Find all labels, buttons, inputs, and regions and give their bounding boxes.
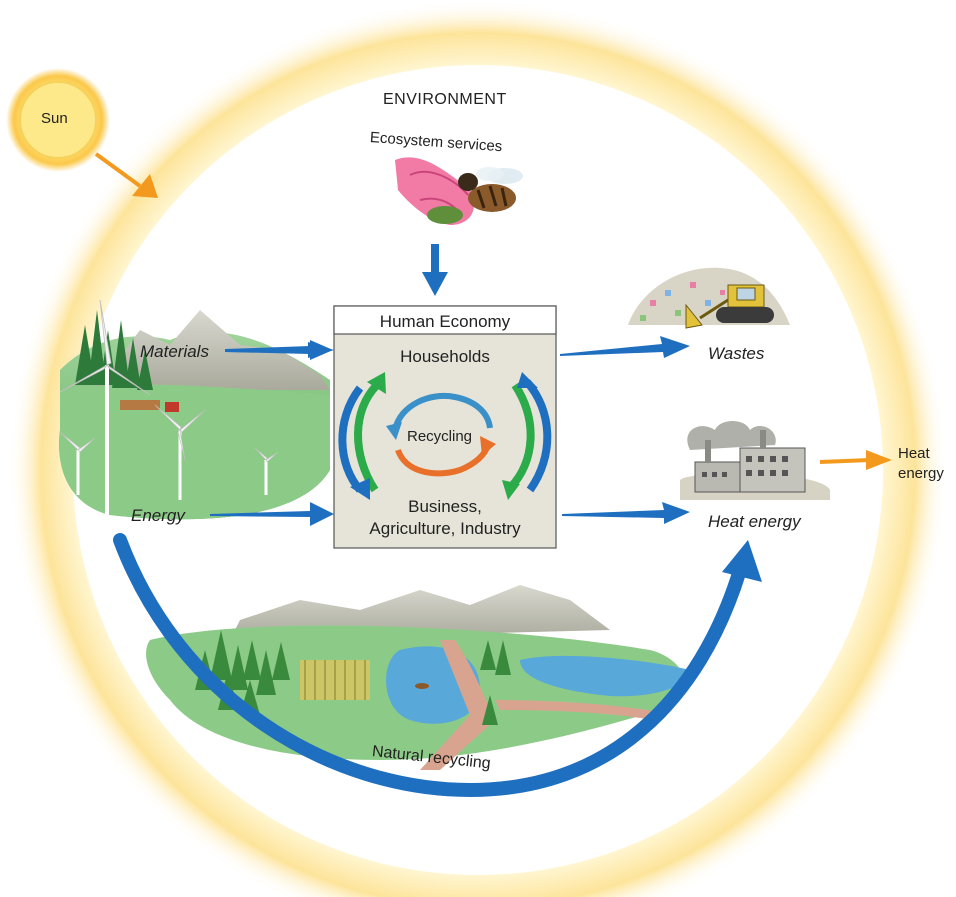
wind-farm-landscape-icon: [59, 299, 330, 520]
heat-energy-out-line1: Heat: [898, 445, 930, 462]
economy-title: Human Economy: [379, 312, 511, 331]
lake-forest-landscape-icon: [146, 585, 690, 770]
ecosystem-arrow: [422, 244, 448, 296]
bee-on-flower-icon: [395, 157, 523, 225]
sun-arrow: [94, 152, 158, 198]
inner-flow-arrows: [338, 372, 552, 500]
materials-arrow: [225, 340, 334, 360]
heat-energy-out-line2: energy: [898, 465, 944, 482]
recycling-label: Recycling: [407, 428, 473, 445]
households-label: Households: [400, 347, 490, 366]
heat-arrow: [562, 502, 690, 524]
factory-icon: [680, 421, 830, 500]
heat-out-arrow: [819, 450, 892, 470]
environment-label: ENVIRONMENT: [383, 91, 507, 108]
energy-arrow: [210, 502, 334, 526]
sun-icon: [6, 68, 110, 172]
wastes-label: Wastes: [708, 344, 765, 363]
business-label-line2: Agriculture, Industry: [369, 519, 521, 538]
heat-energy-label: Heat energy: [708, 512, 801, 531]
sun-label: Sun: [41, 110, 68, 127]
materials-label: Materials: [140, 342, 209, 361]
heat-energy-out-label: Heat energy: [898, 444, 944, 484]
business-label-line1: Business,: [408, 497, 482, 516]
natural-recycling-arrow: [113, 533, 762, 798]
human-economy-box: [333, 305, 557, 549]
bulldozer-landfill-icon: [628, 267, 790, 329]
wastes-arrow: [560, 336, 690, 358]
energy-label: Energy: [131, 506, 185, 525]
recycling-loop-icon: [386, 393, 496, 477]
